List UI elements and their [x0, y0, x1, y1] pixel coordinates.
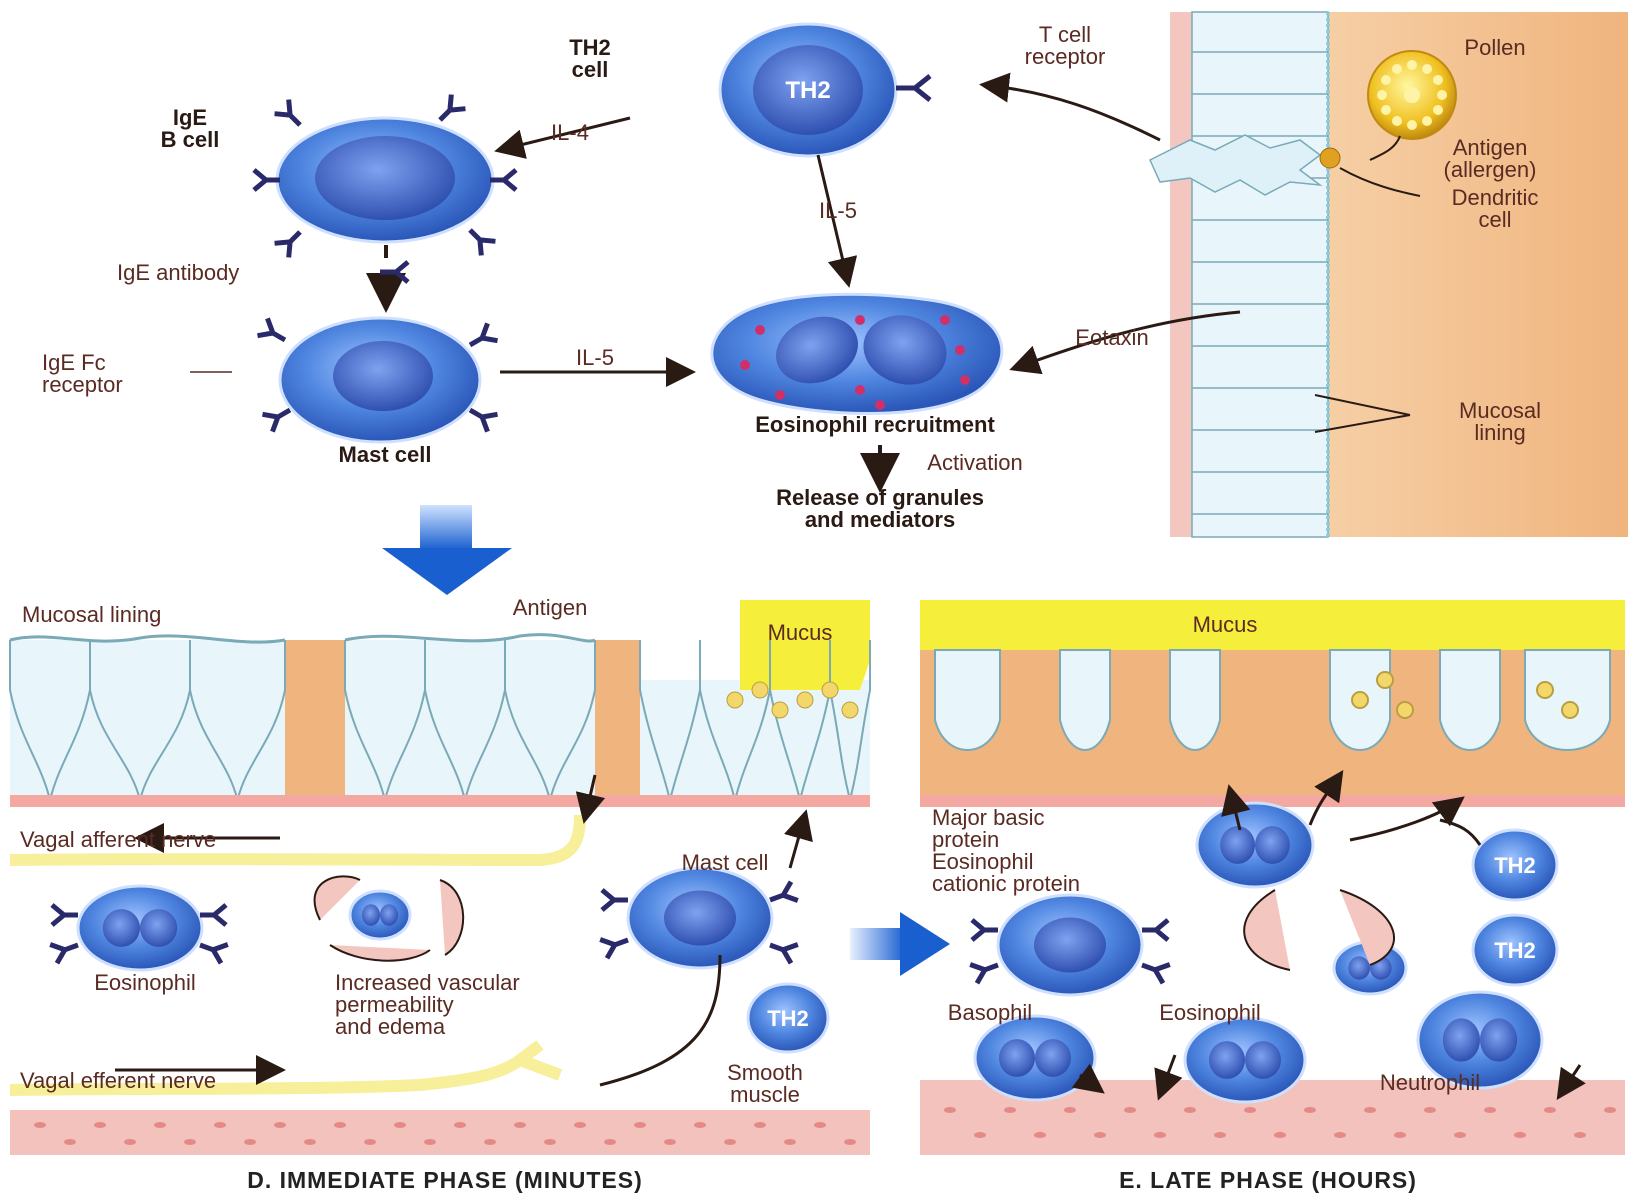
th2-cell-e-b-text: TH2: [1494, 938, 1536, 963]
d-eosinophil-label: Eosinophil: [94, 970, 196, 995]
antigen-allergen-label: Antigen(allergen): [1444, 135, 1537, 182]
panel-d-epithelium: [10, 600, 870, 807]
blood-vessel-e: [1244, 890, 1394, 970]
d-mucus-label: Mucus: [768, 620, 833, 645]
th2-cell-top: TH2: [720, 24, 930, 156]
th2-cell-e-a: TH2: [1473, 830, 1557, 900]
e-mucus-label: Mucus: [1193, 612, 1258, 637]
transition-arrow-down: [382, 505, 512, 595]
mast-cell-label: Mast cell: [339, 442, 432, 467]
th2-cell-d-text: TH2: [767, 1006, 809, 1031]
panel-e-epithelium: [920, 600, 1625, 807]
il5-label-a: IL-5: [819, 198, 857, 223]
ige-antibody-label: IgE antibody: [117, 260, 239, 285]
d-caption: D. IMMEDIATE PHASE (MINUTES): [247, 1167, 643, 1193]
th2-cell-top-text: TH2: [785, 77, 830, 104]
eosinophil-d: [78, 886, 202, 970]
pollen-label: Pollen: [1464, 35, 1525, 60]
e-neutrophil-label: Neutrophil: [1380, 1070, 1480, 1095]
il4-label: IL-4: [551, 120, 589, 145]
il5-label-b: IL-5: [576, 345, 614, 370]
mast-cell-d: [628, 868, 772, 968]
eotaxin-label: Eotaxin: [1075, 325, 1148, 350]
th2-cell-d: TH2: [748, 984, 828, 1052]
transition-arrow-right: [850, 912, 950, 976]
eosinophil-recruitment-label: Eosinophil recruitment: [755, 412, 995, 437]
pollen-icon: [1368, 51, 1456, 139]
basophil-e: [975, 1016, 1095, 1100]
eosinophil-in-vessel-d: [350, 891, 410, 939]
th2-cell-e-b: TH2: [1473, 915, 1557, 985]
mast-cell-top: [257, 318, 497, 442]
e-eosinophil-label: Eosinophil: [1159, 1000, 1261, 1025]
th2-cell-e-a-text: TH2: [1494, 853, 1536, 878]
eosinophil-e-top: [1197, 803, 1313, 887]
d-vagal-afferent-label: Vagal afferent nerve: [20, 827, 216, 852]
e-basophil-label: Basophil: [948, 1000, 1032, 1025]
eosinophil-e: [1185, 1018, 1305, 1102]
d-antigen-label: Antigen: [513, 595, 588, 620]
activation-label: Activation: [927, 450, 1022, 475]
e-caption: E. LATE PHASE (HOURS): [1119, 1167, 1417, 1193]
d-vagal-efferent-label: Vagal efferent nerve: [20, 1068, 216, 1093]
d-mast-cell-label: Mast cell: [682, 850, 769, 875]
d-mucosal-lining-label: Mucosal lining: [22, 602, 161, 627]
ige-b-cell: [254, 95, 516, 258]
mast-cell-e: [998, 895, 1142, 995]
eosinophil-top: [712, 294, 1002, 413]
